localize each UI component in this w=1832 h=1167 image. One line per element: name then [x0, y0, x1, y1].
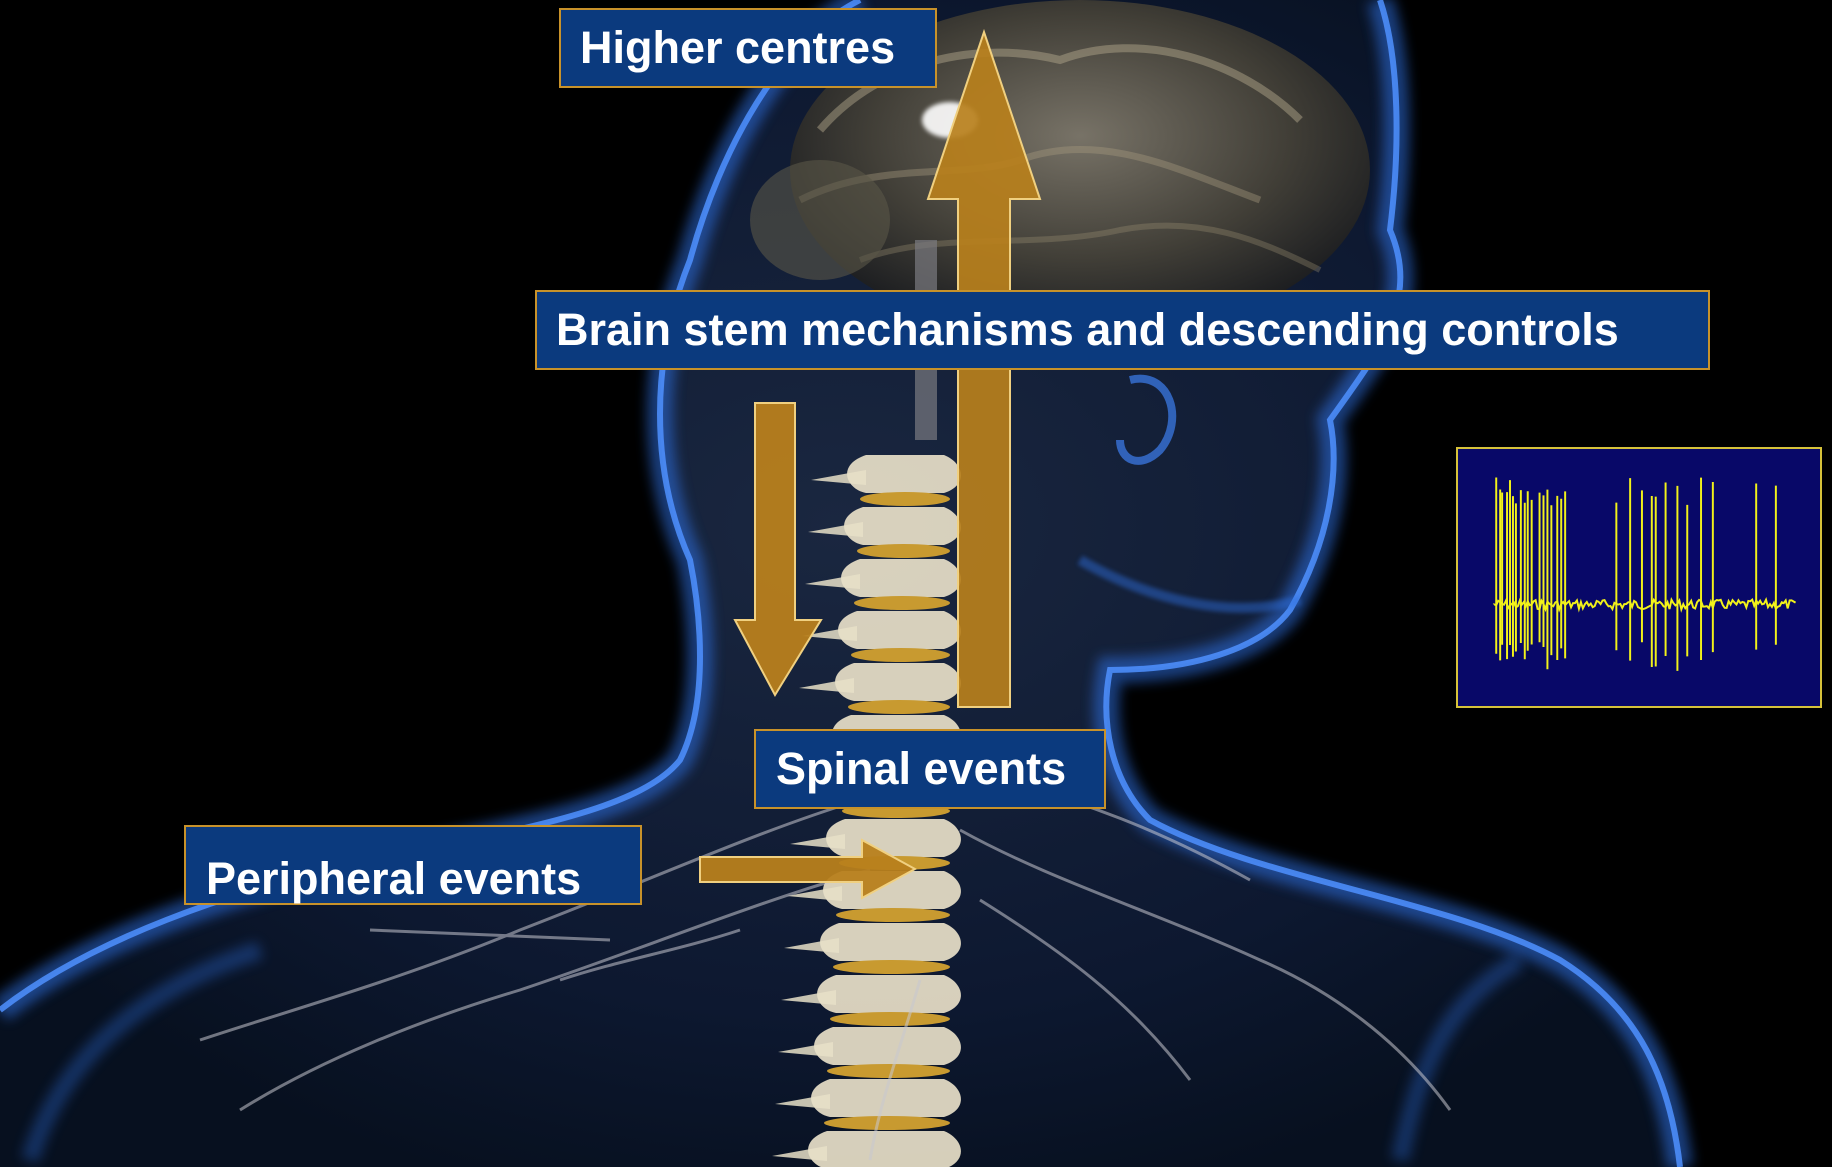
neural-trace-panel: [1456, 447, 1822, 708]
intervertebral-disc: [824, 1116, 950, 1130]
intervertebral-disc: [857, 544, 950, 558]
peripheral-events-label: Peripheral events: [184, 825, 642, 905]
vertebra: [814, 1027, 961, 1065]
intervertebral-disc: [848, 700, 950, 714]
intervertebral-disc: [833, 960, 950, 974]
intervertebral-disc: [830, 1012, 950, 1026]
vertebra: [826, 819, 961, 857]
vertebra: [811, 1079, 961, 1117]
higher-centres-text: Higher centres: [580, 22, 895, 74]
higher-centres-label: Higher centres: [559, 8, 937, 88]
spinal-events-label: Spinal events: [754, 729, 1106, 809]
intervertebral-disc: [827, 1064, 950, 1078]
intervertebral-disc: [860, 492, 950, 506]
intervertebral-disc: [851, 648, 950, 662]
brain-stem-label: Brain stem mechanisms and descending con…: [535, 290, 1710, 370]
peripheral-events-text: Peripheral events: [206, 853, 581, 905]
intervertebral-disc: [854, 596, 950, 610]
vertebra: [808, 1131, 961, 1167]
intervertebral-disc: [836, 908, 950, 922]
spike-train-icon: [1458, 449, 1820, 706]
vertebra: [820, 923, 961, 961]
spinal-events-text: Spinal events: [776, 743, 1066, 795]
brain-stem-text: Brain stem mechanisms and descending con…: [556, 304, 1619, 356]
vertebra: [817, 975, 961, 1013]
